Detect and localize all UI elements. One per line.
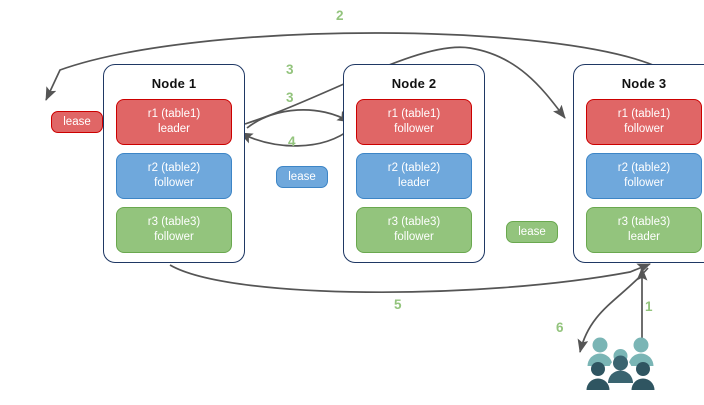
lease-table2[interactable]: lease [276, 166, 328, 188]
node-2-replica-r1-name: r1 (table1) [387, 108, 441, 121]
node-3[interactable]: Node 3 r1 (table1) follower r2 (table2) … [573, 64, 704, 263]
node-3-replica-r1-role: follower [624, 123, 664, 135]
node-1-replica-r2-role: follower [154, 177, 194, 189]
node-2-replica-r2[interactable]: r2 (table2) leader [356, 153, 472, 199]
lease-table1[interactable]: lease [51, 111, 103, 133]
step-label-1: 1 [645, 299, 653, 314]
node-2-replica-r2-role: leader [398, 177, 430, 189]
node-2[interactable]: Node 2 r1 (table1) follower r2 (table2) … [343, 64, 485, 263]
node-1-replica-r1-name: r1 (table1) [147, 108, 201, 121]
node-3-replica-r2-name: r2 (table2) [617, 162, 671, 175]
node-1-replica-r3-name: r3 (table3) [147, 216, 201, 229]
node-1-replica-r3[interactable]: r3 (table3) follower [116, 207, 232, 253]
node-1-replica-r2[interactable]: r2 (table2) follower [116, 153, 232, 199]
node-2-replica-r1-role: follower [394, 123, 434, 135]
step-label-3b: 3 [286, 90, 294, 105]
node-2-title: Node 2 [391, 76, 437, 91]
node-3-replica-r3[interactable]: r3 (table3) leader [586, 207, 702, 253]
node-3-replica-r1[interactable]: r1 (table1) follower [586, 99, 702, 145]
node-1-replica-r1[interactable]: r1 (table1) leader [116, 99, 232, 145]
node-1-replica-r1-role: leader [158, 123, 190, 135]
step-label-4: 4 [288, 134, 296, 149]
step-label-2: 2 [336, 8, 344, 23]
node-3-replica-r3-role: leader [628, 231, 660, 243]
node-2-replica-r3-role: follower [394, 231, 434, 243]
step-label-3a: 3 [286, 62, 294, 77]
step-label-6: 6 [556, 320, 564, 335]
node-1-title: Node 1 [151, 76, 197, 91]
node-2-replica-r1[interactable]: r1 (table1) follower [356, 99, 472, 145]
node-1[interactable]: Node 1 r1 (table1) leader r2 (table2) fo… [103, 64, 245, 263]
node-2-replica-r2-name: r2 (table2) [387, 162, 441, 175]
node-2-replica-r3[interactable]: r3 (table3) follower [356, 207, 472, 253]
arrow-step-5 [169, 263, 651, 294]
node-3-replica-r3-name: r3 (table3) [617, 216, 671, 229]
node-1-replica-r3-role: follower [154, 231, 194, 243]
node-3-replica-r1-name: r1 (table1) [617, 108, 671, 121]
node-3-title: Node 3 [621, 76, 667, 91]
arrow-step-3-to-node2 [246, 109, 351, 129]
node-3-replica-r2[interactable]: r2 (table2) follower [586, 153, 702, 199]
arrow-step-4 [239, 127, 353, 147]
node-2-replica-r3-name: r3 (table3) [387, 216, 441, 229]
node-3-replica-r2-role: follower [624, 177, 664, 189]
lease-table3[interactable]: lease [506, 221, 558, 243]
step-label-5: 5 [394, 297, 402, 312]
node-1-replica-r2-name: r2 (table2) [147, 162, 201, 175]
people-group-icon [586, 337, 655, 390]
